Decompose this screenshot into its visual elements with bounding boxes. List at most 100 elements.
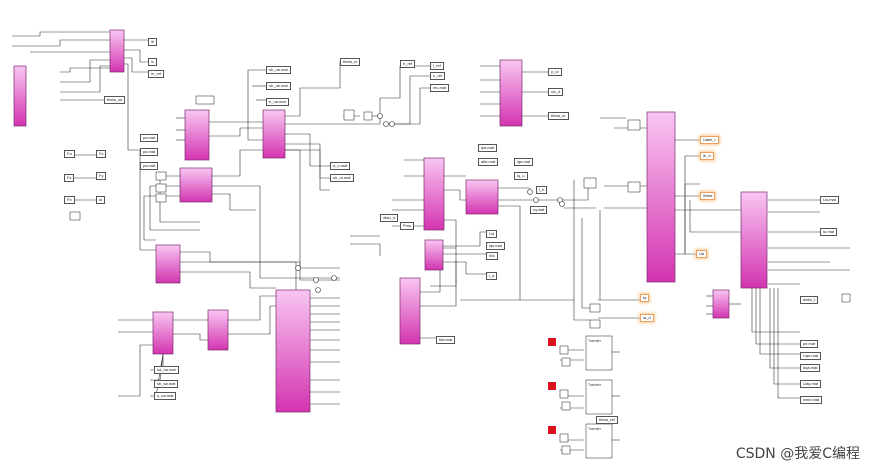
file-tag-23[interactable]: wmd.mat: [800, 396, 823, 404]
file-tag-20[interactable]: Uqa.mat: [800, 352, 822, 360]
file-tag-12[interactable]: iq_u: [514, 172, 528, 180]
file-tag-16[interactable]: sb_sa.mat: [154, 380, 179, 388]
file-tag-19[interactable]: pe.mat: [800, 340, 819, 348]
subsystem-block-13[interactable]: [465, 179, 499, 215]
highlight-tag-4[interactable]: Ia: [640, 294, 650, 302]
constant-block-red[interactable]: [548, 382, 556, 390]
subsystem-block-6[interactable]: [155, 244, 181, 284]
file-tag-10[interactable]: alfa.mat: [478, 158, 499, 166]
port-theta-wt[interactable]: theta_wt: [104, 96, 126, 104]
port-fb[interactable]: Fb: [64, 196, 75, 204]
small-block-7[interactable]: [155, 171, 167, 181]
sum-block[interactable]: [389, 121, 395, 127]
port-m-ref[interactable]: m_ref: [148, 70, 165, 78]
file-tag-4[interactable]: sh_ua.mat: [266, 66, 291, 74]
subsystem-block-7[interactable]: [152, 311, 174, 355]
file-tag-5[interactable]: sh_ub.mat: [266, 82, 291, 90]
small-block-6[interactable]: [583, 177, 597, 189]
subsystem-block-4[interactable]: [262, 109, 286, 159]
subsystem-block-17[interactable]: [712, 289, 730, 319]
subsystem-block-16[interactable]: [740, 191, 768, 289]
subsystem-block-1[interactable]: [13, 65, 27, 127]
port-theta-m[interactable]: theta_m: [340, 58, 361, 66]
small-block-5[interactable]: [627, 181, 641, 193]
port-wc[interactable]: Wc: [486, 252, 498, 260]
small-block-13[interactable]: [841, 293, 851, 303]
file-tag-8[interactable]: sh_ur.mat: [330, 174, 354, 182]
gain-block[interactable]: [559, 345, 569, 355]
port-ua[interactable]: Ua: [486, 230, 498, 238]
highlight-tag-6[interactable]: ib_d: [700, 152, 714, 160]
file-tag-3[interactable]: pa.mat: [140, 162, 159, 170]
sum-block[interactable]: [383, 121, 389, 127]
subsystem-block-3[interactable]: [184, 109, 210, 161]
port-theta-ur[interactable]: theta_ur: [548, 112, 569, 120]
subsystem-block-12[interactable]: [424, 239, 444, 271]
subsystem-block-15[interactable]: [646, 111, 676, 283]
small-block-1[interactable]: [195, 95, 215, 105]
constant-block-red[interactable]: [548, 426, 556, 434]
small-block-10[interactable]: [589, 303, 601, 313]
port-ua-d[interactable]: ua_d: [548, 88, 563, 96]
subsystem-block-10[interactable]: [399, 277, 421, 345]
small-block-8[interactable]: [155, 183, 167, 193]
sum-block[interactable]: [315, 287, 321, 293]
port-fa[interactable]: Fa: [64, 150, 75, 158]
port-fx[interactable]: Fx: [96, 150, 107, 158]
sum-block[interactable]: [533, 197, 539, 203]
file-tag-1[interactable]: pa.mat: [140, 134, 159, 142]
port-delta-t[interactable]: delta_t: [800, 296, 819, 304]
port-mu-mat[interactable]: mu.mat: [430, 84, 450, 92]
port-u-ref[interactable]: u_ref: [430, 72, 446, 80]
highlight-tag-2[interactable]: Wmd: [700, 192, 716, 200]
gain-block[interactable]: [559, 389, 569, 399]
sum-block[interactable]: [527, 189, 533, 195]
port-pmu[interactable]: Pmu: [400, 222, 415, 230]
port-e-ref[interactable]: e_ref: [400, 60, 416, 68]
subsystem-block-8[interactable]: [207, 309, 229, 351]
file-tag-17[interactable]: s_na.mat: [154, 392, 177, 400]
port-fz[interactable]: Fz: [64, 174, 75, 182]
file-tag-11[interactable]: iqa.mat: [514, 158, 534, 166]
port-fy[interactable]: Fy: [96, 172, 107, 180]
small-block-11[interactable]: [589, 319, 601, 329]
small-block-4[interactable]: [627, 119, 641, 131]
highlight-tag-1[interactable]: Ualm_r: [700, 136, 719, 144]
file-tag-14[interactable]: iqs.mat: [486, 242, 505, 250]
file-tag-21[interactable]: dqa.mat: [800, 364, 821, 372]
highlight-tag-5[interactable]: ia_d: [640, 314, 654, 322]
small-block-2[interactable]: [343, 109, 355, 121]
constant-block-red[interactable]: [548, 338, 556, 346]
subsystem-block-9[interactable]: [275, 289, 311, 413]
sum-block[interactable]: [313, 277, 319, 283]
file-tag-6[interactable]: e_ua.mat: [266, 98, 289, 106]
subsystem-block-11[interactable]: [423, 157, 445, 231]
port-i-ref[interactable]: i_ref: [430, 62, 444, 70]
port-i-a[interactable]: i_a: [486, 272, 498, 280]
port-theta-ref[interactable]: theta_ref: [596, 416, 618, 424]
small-block-3[interactable]: [363, 111, 373, 121]
gain-block[interactable]: [561, 401, 571, 411]
port-ib[interactable]: ib: [148, 38, 158, 46]
file-tag-9[interactable]: ipa.mat: [478, 144, 498, 152]
port-dtau-d[interactable]: dtau_d: [380, 214, 399, 222]
file-tag-25[interactable]: Ia.mat: [820, 228, 838, 236]
sum-block[interactable]: [377, 113, 383, 119]
port-ic[interactable]: ic: [148, 58, 157, 66]
port-ia[interactable]: ia: [96, 196, 106, 204]
subsystem-block-5[interactable]: [179, 167, 213, 203]
port-i-b[interactable]: i_b: [536, 186, 548, 194]
port-y-ur[interactable]: y_ur: [548, 68, 562, 76]
file-tag-22[interactable]: Udq.mat: [800, 380, 822, 388]
transfer-panel-2[interactable]: [585, 379, 613, 415]
sum-block[interactable]: [559, 201, 565, 207]
file-tag-13[interactable]: rq.mat: [530, 206, 548, 214]
sum-block[interactable]: [295, 265, 301, 271]
file-tag-2[interactable]: pa.mat: [140, 148, 159, 156]
gain-block[interactable]: [559, 433, 569, 443]
gain-block[interactable]: [561, 357, 571, 367]
file-tag-7[interactable]: a_u.mat: [330, 162, 351, 170]
file-tag-24[interactable]: Ua.mat: [820, 196, 839, 204]
small-block-9[interactable]: [155, 193, 167, 203]
highlight-tag-3[interactable]: Ua: [696, 250, 708, 258]
